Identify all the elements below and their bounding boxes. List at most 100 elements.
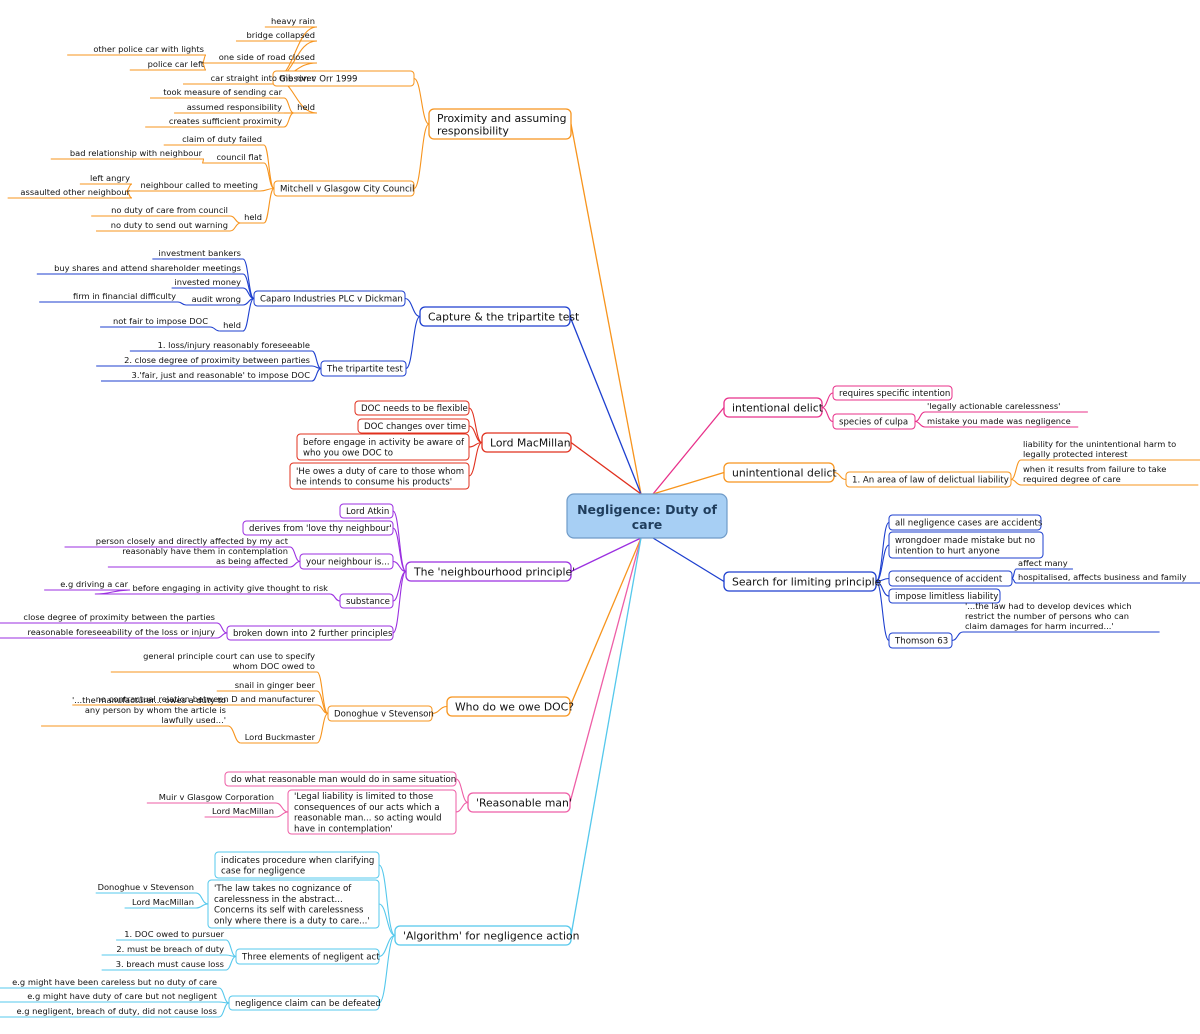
node-impose-limitless-liability[interactable] [888, 588, 1001, 604]
connector-line [914, 411, 926, 423]
node-species-of-culpa[interactable] [832, 413, 916, 430]
connector-line [570, 123, 642, 495]
connector-line [652, 407, 725, 495]
branch-whodoc[interactable] [446, 696, 571, 717]
connector-line [875, 580, 890, 642]
leaf-assumed-responsibility-text: assumed responsibility [187, 102, 282, 112]
leaf-donoghue-v-stevenson-text: Donoghue v Stevenson [98, 882, 194, 892]
leaf-neighbour-called-to-meeting-text: neighbour called to meeting [141, 180, 258, 190]
connector-line [392, 560, 407, 573]
branch-unintentional-text: unintentional delict [732, 467, 837, 480]
node-before-engage-in-activity-be-aware-of-text: who you owe DOC to [303, 449, 393, 459]
branch-capture-text: Capture & the tripartite test [428, 311, 579, 324]
node-wrongdoer-made-mistake-but-no-text: wrongdoer made mistake but no [895, 536, 1035, 546]
node-your-neighbour-is[interactable] [299, 553, 394, 570]
leaf-1-loss-injury-reasonably-foreseeable-text: 1. loss/injury reasonably foreseeable [158, 340, 310, 350]
node-do-what-reasonable-man-would-do-in-same-[interactable] [224, 771, 457, 787]
leaf-the-manufacturer-owes-a-duty-to-text: any person by whom the article is [85, 705, 226, 715]
leaf-no-duty-of-care-from-council-text: no duty of care from council [111, 205, 228, 215]
node-caparo-industries-plc-v-dickman[interactable] [253, 290, 406, 307]
branch-macmillan-text: Lord MacMillan [490, 437, 571, 450]
connector-line [195, 892, 209, 905]
root-node[interactable] [566, 493, 728, 539]
node-gibson-v-orr-1999-text: Gibson v Orr 1999 [279, 75, 358, 85]
node-wrongdoer-made-mistake-but-no[interactable] [888, 531, 1044, 559]
node-doc-needs-to-be-flexible[interactable] [354, 400, 470, 416]
connector-line [311, 367, 322, 382]
node-thomson-63[interactable] [888, 632, 953, 649]
node-1-an-area-of-law-of-delictual-liability[interactable] [845, 471, 1012, 488]
leaf-car-straight-into-the-river-text: car straight into the river [211, 73, 316, 83]
node-doc-changes-over-time[interactable] [357, 418, 470, 434]
connector-line [316, 712, 329, 744]
leaf-reasonably-have-them-in-contemplation-text: reasonably have them in contemplation [122, 546, 288, 556]
branch-intentional[interactable] [723, 397, 823, 418]
node-negligence-claim-can-be-defeated[interactable] [228, 995, 380, 1011]
node-legal-liability-is-limited-to-those[interactable] [287, 789, 457, 835]
branch-proximity-text: responsibility [437, 124, 509, 137]
connector-line [413, 123, 430, 190]
node-lord-atkin-text: Lord Atkin [346, 507, 389, 517]
connector-line [225, 939, 237, 958]
connector-line [225, 955, 237, 971]
branch-reasonable[interactable] [467, 792, 571, 813]
node-indicates-procedure-when-clarifying[interactable] [214, 851, 380, 879]
node-gibson-v-orr-1999[interactable] [272, 70, 415, 87]
connector-line [1010, 459, 1022, 481]
connector-line [229, 215, 241, 224]
node-before-engage-in-activity-be-aware-of[interactable] [296, 433, 470, 461]
leaf-1-doc-owed-to-pursuer-text: 1. DOC owed to pursuer [124, 929, 224, 939]
leaf-3-fair-just-and-reasonable-to-impose-doc-text: 3.'fair, just and reasonable' to impose … [132, 370, 311, 380]
node-donoghue-v-stevenson[interactable] [327, 705, 433, 722]
node-the-law-takes-no-cognizance-of[interactable] [207, 879, 380, 929]
branch-proximity[interactable] [428, 108, 572, 140]
connector-line [1011, 577, 1017, 584]
connector-line [94, 589, 131, 595]
leaf-not-fair-to-impose-doc-text: not fair to impose DOC [113, 316, 208, 326]
branch-unintentional[interactable] [723, 462, 835, 483]
branch-limiting[interactable] [723, 571, 877, 592]
node-lord-atkin[interactable] [339, 503, 394, 519]
connector-line [218, 1002, 230, 1018]
node-mitchell-v-glasgow-city-council-text: Mitchell v Glasgow City Council [280, 185, 414, 195]
node-indicates-procedure-when-clarifying-text: indicates procedure when clarifying [221, 856, 374, 866]
leaf-held-text: held [223, 320, 241, 330]
node-derives-from-love-thy-neighbour[interactable] [242, 520, 394, 536]
leaf-muir-v-glasgow-corporation-text: Muir v Glasgow Corporation [159, 792, 274, 802]
branch-algorithm[interactable] [394, 925, 572, 946]
branch-macmillan[interactable] [481, 432, 572, 453]
node-consequence-of-accident[interactable] [888, 570, 1013, 587]
node-all-negligence-cases-are-accidents[interactable] [888, 514, 1042, 531]
branch-whodoc-text: Who do we owe DOC? [455, 701, 574, 714]
node-he-owes-a-duty-of-care-to-those-whom[interactable] [289, 462, 470, 490]
connector-line [875, 544, 890, 583]
branch-neighbourhood[interactable] [405, 561, 572, 582]
leaf-other-police-car-with-lights-text: other police car with lights [93, 44, 204, 54]
connector-line [283, 112, 294, 128]
connector-line [263, 162, 275, 190]
branch-capture[interactable] [419, 306, 571, 327]
node-substance[interactable] [339, 593, 394, 609]
connector-line [405, 315, 421, 370]
connector-line [259, 187, 275, 192]
leaf-held-text: held [244, 212, 262, 222]
connector-line [468, 425, 483, 444]
node-three-elements-of-negligent-act[interactable] [235, 948, 380, 965]
node-impose-limitless-liability-text: impose limitless liability [895, 592, 998, 602]
node-mitchell-v-glasgow-city-council[interactable] [273, 180, 415, 197]
leaf-took-measure-of-sending-car-text: took measure of sending car [163, 87, 282, 97]
connector-line [1010, 478, 1022, 486]
node-the-tripartite-test[interactable] [320, 360, 407, 377]
root-node-text: care [632, 517, 663, 532]
node-thomson-63-text: Thomson 63 [894, 637, 948, 647]
node-requires-specific-intention[interactable] [832, 385, 953, 401]
connector-line [404, 297, 421, 318]
connector-line [209, 326, 220, 332]
branch-limiting-text: Search for limiting principle [732, 576, 882, 589]
connector-line [216, 632, 228, 639]
leaf-e-g-negligent-breach-of-duty-did-not-cau-text: e.g negligent, breach of duty, did not c… [17, 1006, 217, 1016]
node-broken-down-into-2-further-principles[interactable] [226, 625, 394, 641]
leaf-person-closely-and-directly-affected-by--text: person closely and directly affected by … [96, 536, 289, 546]
